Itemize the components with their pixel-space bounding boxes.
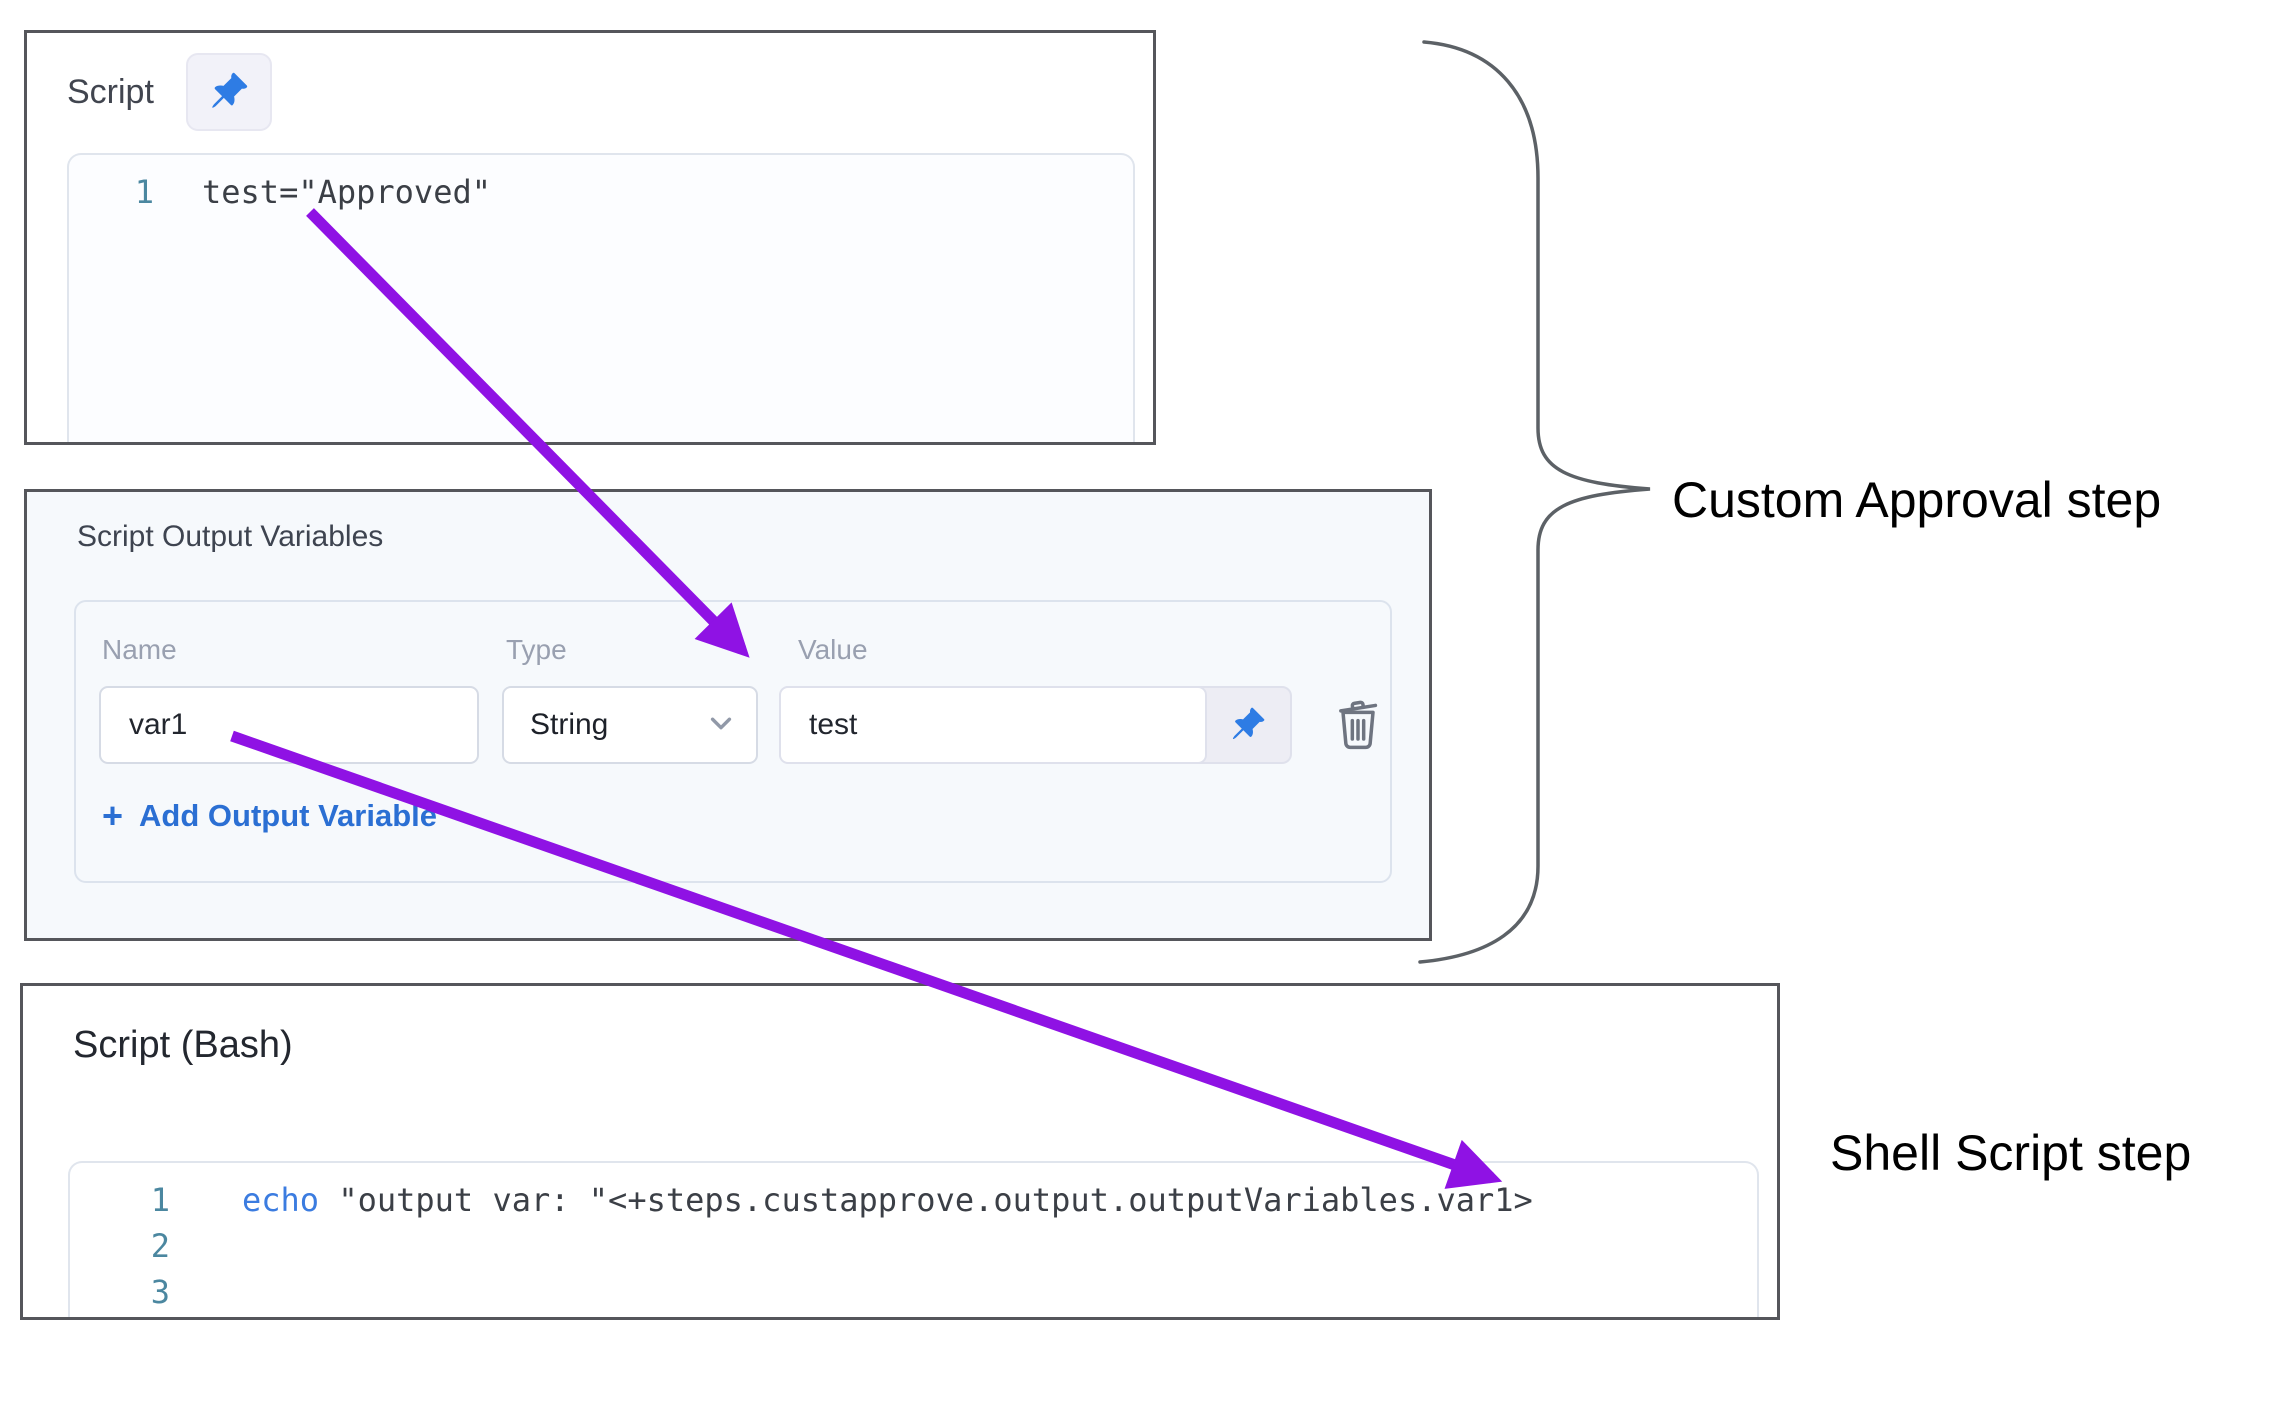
add-output-variable-label: Add Output Variable (139, 798, 437, 833)
value-pin-button[interactable] (1206, 688, 1290, 762)
script-pin-button[interactable] (185, 53, 272, 131)
keyword-text: echo (242, 1181, 320, 1219)
pushpin-icon (1230, 706, 1266, 745)
curly-brace (1418, 40, 1651, 964)
value-column-label: Value (798, 634, 868, 665)
line-number: 1 (150, 1181, 170, 1219)
code-rest: "output var: "<+steps.custapprove.output… (319, 1181, 1533, 1219)
chevron-down-icon (706, 708, 736, 743)
script-panel: Script 1 test="Approved" (24, 30, 1156, 445)
custom-approval-step-label: Custom Approval step (1672, 472, 2162, 528)
line-number: 2 (150, 1227, 170, 1265)
variable-name-input[interactable] (99, 686, 479, 764)
type-column-label: Type (506, 634, 567, 665)
variable-value-input[interactable] (779, 686, 1207, 764)
script-code-editor[interactable]: 1 test="Approved" (67, 153, 1135, 442)
code-line: 1 test="Approved" (69, 169, 1133, 215)
variable-value-group (779, 686, 1292, 764)
code-text: echo "output var: "<+steps.custapprove.o… (242, 1177, 1533, 1223)
line-number: 1 (134, 173, 154, 211)
variable-type-value: String (530, 708, 609, 741)
code-line: 3 (70, 1269, 1757, 1315)
name-column-label: Name (102, 634, 177, 665)
code-line: 1 echo "output var: "<+steps.custapprove… (70, 1177, 1757, 1223)
variable-type-select[interactable]: String (502, 686, 758, 764)
pushpin-icon (209, 71, 249, 114)
line-number: 3 (150, 1273, 170, 1311)
bash-panel-title: Script (Bash) (73, 1024, 293, 1066)
bash-script-panel: Script (Bash) 1 echo "output var: "<+ste… (20, 983, 1780, 1320)
add-output-variable-button[interactable]: + Add Output Variable (102, 798, 437, 834)
script-panel-header: Script (67, 53, 272, 131)
plus-icon: + (102, 795, 124, 836)
output-variables-panel: Script Output Variables Name Type Value … (24, 489, 1432, 941)
script-panel-title: Script (67, 72, 154, 111)
code-text: test="Approved" (202, 173, 491, 211)
bash-code-editor[interactable]: 1 echo "output var: "<+steps.custapprove… (68, 1161, 1759, 1317)
output-variable-row-card: Name Type Value String (74, 600, 1392, 883)
code-line: 2 (70, 1223, 1757, 1269)
delete-variable-button[interactable] (1326, 690, 1390, 760)
shell-script-step-label: Shell Script step (1830, 1125, 2192, 1181)
output-variables-title: Script Output Variables (77, 520, 384, 553)
trash-icon (1331, 694, 1385, 757)
